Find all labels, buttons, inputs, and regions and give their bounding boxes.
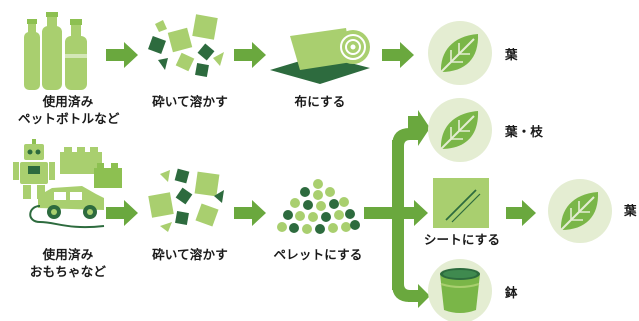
bottles-icon — [24, 12, 87, 90]
arrow-right-icon — [382, 42, 414, 68]
pellets-icon — [277, 179, 360, 234]
fragments-icon — [148, 168, 224, 232]
crush-melt-label-bottom: 砕いて溶かす — [152, 247, 228, 262]
pot-label: 鉢 — [505, 285, 518, 300]
leaf-branch-label: 葉・枝 — [505, 124, 544, 139]
pot-icon — [428, 259, 492, 321]
leaf-result-label-top: 葉 — [505, 47, 518, 62]
cloth-roll-icon — [270, 28, 370, 84]
fragments-icon — [148, 14, 224, 77]
sheet-icon — [433, 178, 489, 228]
toys-icon — [13, 139, 122, 229]
arrow-right-icon — [234, 42, 266, 68]
leaf-icon — [428, 21, 492, 85]
leaf-result-label-right: 葉 — [624, 203, 637, 218]
arrow-right-icon — [234, 200, 266, 226]
make-sheet-label: シートにする — [423, 232, 501, 247]
arrow-right-icon — [106, 42, 138, 68]
leaf-icon — [548, 179, 612, 243]
leaf-icon — [428, 98, 492, 162]
arrow-right-icon — [506, 200, 536, 226]
arrow-right-icon — [106, 200, 138, 226]
toys-label: 使用済み おもちゃなど — [29, 247, 107, 279]
pet-bottles-label: 使用済み ペットボトルなど — [18, 94, 120, 126]
make-cloth-label: 布にする — [294, 94, 346, 109]
branch-connector — [364, 110, 430, 308]
crush-melt-label-top: 砕いて溶かす — [152, 94, 228, 109]
make-pellet-label: ペレットにする — [273, 247, 363, 262]
